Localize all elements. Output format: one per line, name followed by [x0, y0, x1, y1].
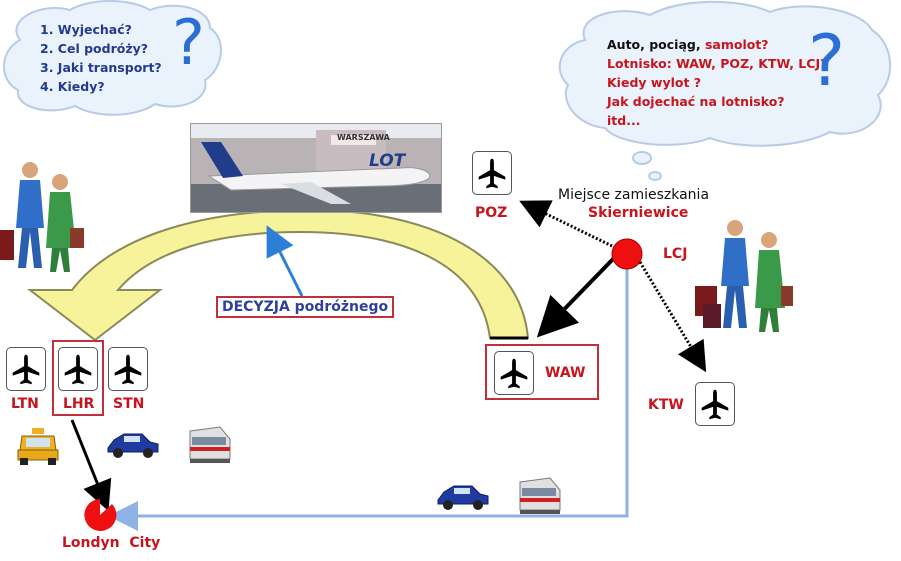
question-item: 2. Cel podróży?	[40, 41, 148, 56]
airport-code-waw: WAW	[545, 365, 586, 381]
right-cloud-line-5: itd...	[607, 113, 641, 128]
plane-icon	[12, 354, 40, 385]
airport-photo-image	[191, 124, 441, 212]
decision-pointer-arrow	[266, 225, 304, 297]
transport-option-highlight: samolot?	[704, 37, 769, 52]
plane-icon	[114, 354, 142, 385]
airport-code-lcj: LCJ	[663, 246, 688, 262]
airport-waw-box: WAW	[485, 344, 599, 400]
airport-lhr-box: LHR	[52, 340, 104, 416]
car-icon	[107, 433, 159, 458]
train-icon	[189, 426, 231, 463]
residence-city: Skierniewice	[588, 205, 689, 221]
question-mark-icon: ?	[172, 6, 205, 79]
right-cloud-line-3: Kiedy wylot ?	[607, 75, 702, 90]
question-mark-icon: ?	[808, 20, 846, 102]
dotted-arrow-to-poz	[519, 200, 613, 248]
ground-route-line	[108, 262, 629, 531]
right-cloud-line-2: Lotnisko: WAW, POZ, KTW, LCJ?	[607, 56, 828, 71]
lcj-location-marker	[611, 238, 643, 270]
plane-icon	[64, 354, 92, 385]
airport-code-ltn: LTN	[11, 396, 39, 412]
london-city-marker	[84, 499, 117, 531]
travelers-left-icon	[0, 162, 84, 272]
airport-ltn-icon	[6, 347, 46, 391]
plane-icon	[478, 158, 506, 189]
train-icon	[519, 477, 561, 514]
airport-code-poz: POZ	[475, 205, 508, 221]
question-item: 3. Jaki transport?	[40, 60, 162, 75]
left-thought-cloud	[3, 0, 222, 116]
airport-waw-icon	[494, 351, 534, 395]
airport-poz-icon	[472, 151, 512, 195]
residence-label: Miejsce zamieszkania	[558, 187, 710, 203]
airport-ktw-icon	[695, 382, 735, 426]
airport-stn-icon	[108, 347, 148, 391]
dotted-arrow-to-ktw	[638, 261, 707, 373]
airport-code-ktw: KTW	[648, 397, 684, 413]
airport-code-lhr: LHR	[63, 396, 95, 412]
taxi-icon	[17, 428, 59, 465]
destination-label: Londyn City	[62, 535, 161, 551]
arrow-to-waw	[536, 256, 616, 338]
question-item: 4. Kiedy?	[40, 79, 105, 94]
airport-lhr-icon	[58, 347, 98, 391]
right-cloud-questions: Auto, pociąg, samolot? Lotnisko: WAW, PO…	[607, 35, 827, 130]
plane-icon	[500, 358, 528, 389]
decision-label: DECYZJA podróżnego	[216, 296, 395, 318]
airport-photo: WARSZAWA LOT	[190, 123, 442, 213]
terminal-sign: WARSZAWA	[337, 133, 390, 142]
travelers-right-icon	[695, 220, 793, 332]
car-icon	[437, 485, 489, 510]
right-cloud-line-1: Auto, pociąg, samolot?	[607, 37, 769, 52]
airline-logo: LOT	[369, 151, 406, 171]
arrow-lhr-to-london	[70, 419, 112, 512]
airport-code-stn: STN	[113, 396, 145, 412]
plane-icon	[701, 389, 729, 420]
decision-curve-arrow	[27, 208, 530, 342]
question-item: 1. Wyjechać?	[40, 22, 132, 37]
left-cloud-questions: 1. Wyjechać? 2. Cel podróży? 3. Jaki tra…	[40, 20, 162, 96]
right-cloud-line-4: Jak dojechać na lotnisko?	[607, 94, 785, 109]
right-thought-cloud	[558, 0, 891, 181]
